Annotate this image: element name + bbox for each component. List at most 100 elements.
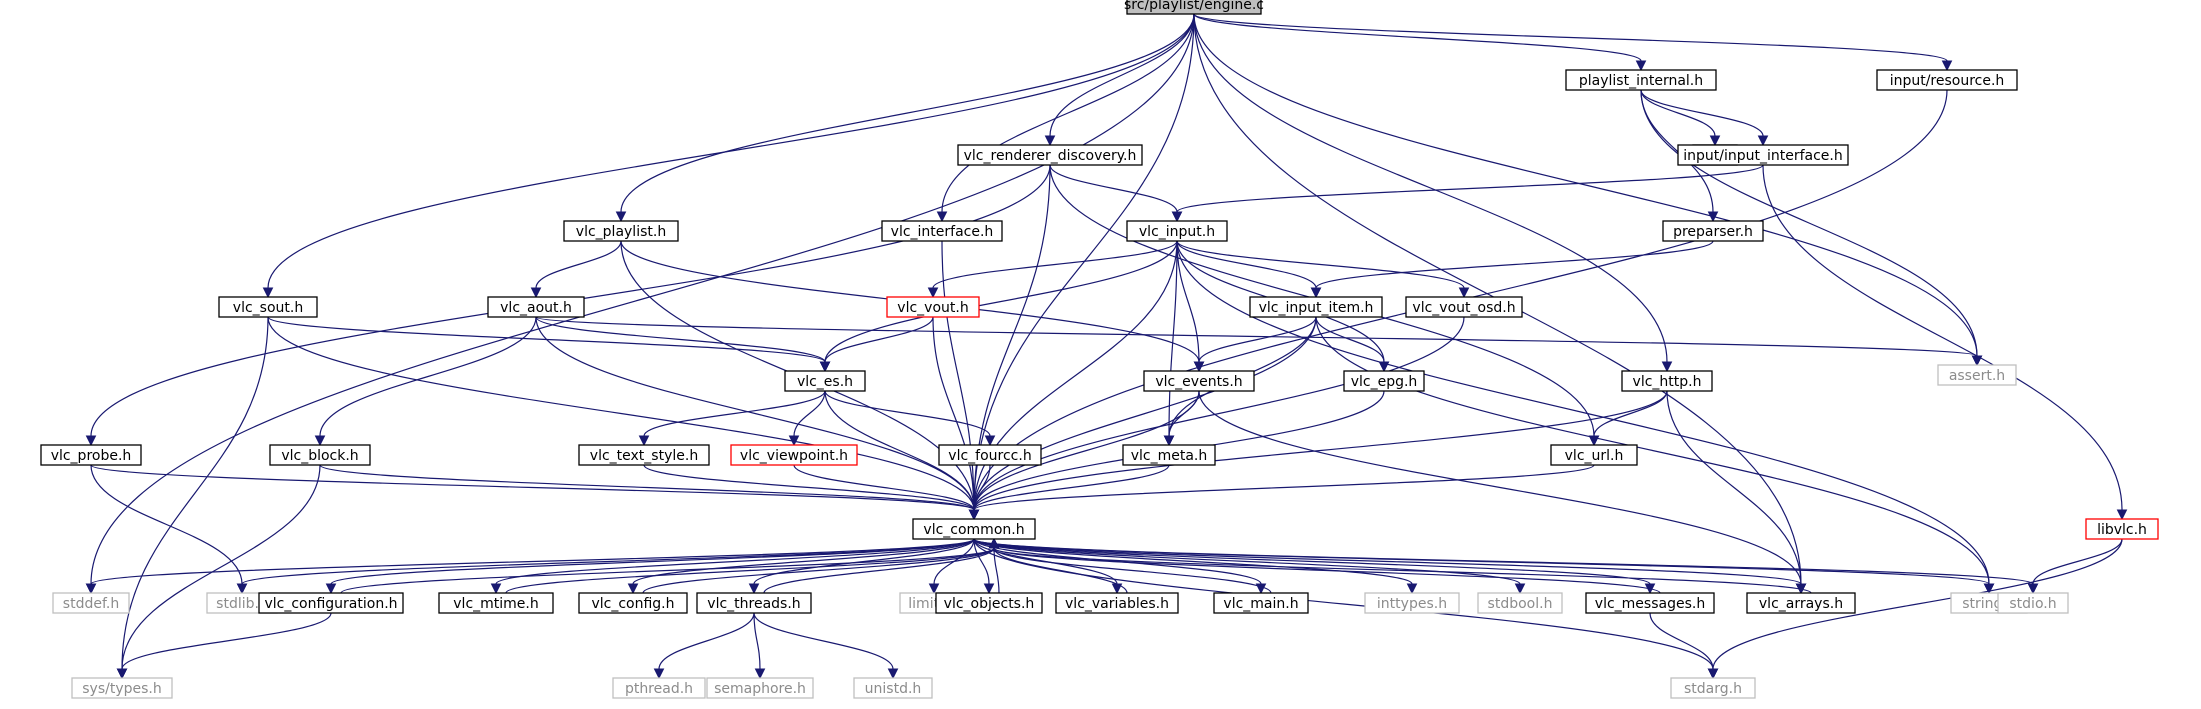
edge-vlc_events-to-vlc_arrays bbox=[1198, 390, 1807, 595]
node-vlc-probe[interactable]: vlc_probe.h bbox=[40, 444, 142, 466]
node-vlc-arrays[interactable]: vlc_arrays.h bbox=[1746, 592, 1856, 614]
node-vlc-aout[interactable]: vlc_aout.h bbox=[487, 296, 585, 318]
node-vlc-vout-osd[interactable]: vlc_vout_osd.h bbox=[1405, 296, 1523, 318]
edge-vlc_es-to-vlc_text_style bbox=[638, 390, 826, 447]
node-label: vlc_sout.h bbox=[233, 300, 303, 316]
node-vlc-text-style[interactable]: vlc_text_style.h bbox=[578, 444, 710, 466]
node-vlc-mtime[interactable]: vlc_mtime.h bbox=[438, 592, 554, 614]
node-vlc-block[interactable]: vlc_block.h bbox=[269, 444, 371, 466]
node-preparser[interactable]: preparser.h bbox=[1662, 220, 1764, 242]
node-engine[interactable]: src/playlist/engine.c bbox=[1124, 0, 1264, 15]
node-label: vlc_configuration.h bbox=[264, 596, 397, 612]
edge-vlc_es-to-vlc_fourcc bbox=[824, 390, 996, 447]
node-assert: assert.h bbox=[1937, 364, 2017, 386]
node-label: vlc_aout.h bbox=[500, 300, 572, 316]
edge-vlc_aout-to-assert bbox=[535, 316, 1983, 367]
edge-vlc_sout-to-vlc_common bbox=[267, 316, 980, 521]
node-vlc-configuration[interactable]: vlc_configuration.h bbox=[258, 592, 404, 614]
node-vlc-epg[interactable]: vlc_epg.h bbox=[1343, 370, 1425, 392]
node-label: stdio.h bbox=[2009, 596, 2056, 612]
node-label: playlist_internal.h bbox=[1579, 73, 1703, 89]
edge-vlc_vout-to-vlc_common bbox=[932, 316, 980, 521]
node-label: preparser.h bbox=[1673, 224, 1753, 240]
edge-vlc_input-to-vlc_meta bbox=[1163, 240, 1178, 447]
node-vlc-vout[interactable]: vlc_vout.h bbox=[886, 296, 980, 318]
edge-vlc_events-to-vlc_meta bbox=[1163, 390, 1200, 447]
edge-vlc_input-to-vlc_vout bbox=[927, 240, 1178, 299]
edge-vlc_aout-to-vlc_block bbox=[314, 316, 537, 447]
edge-engine-to-vlc_renderer_discovery bbox=[1044, 13, 1195, 147]
edge-vlc_common-to-string bbox=[973, 538, 1995, 595]
edge-vlc_url-to-vlc_common bbox=[968, 464, 1595, 521]
node-vlc-fourcc[interactable]: vlc_fourcc.h bbox=[938, 444, 1042, 466]
edge-vlc_common-to-vlc_mtime bbox=[490, 538, 975, 595]
node-label: inttypes.h bbox=[1377, 596, 1447, 612]
edge-vlc_arrays-to-vlc_common bbox=[988, 537, 1812, 594]
edge-vlc_vout-to-vlc_es bbox=[819, 316, 934, 373]
edge-vlc_common-to-vlc_objects bbox=[973, 538, 995, 595]
node-vlc-sout[interactable]: vlc_sout.h bbox=[218, 296, 318, 318]
node-vlc-main[interactable]: vlc_main.h bbox=[1213, 592, 1309, 614]
node-vlc-meta[interactable]: vlc_meta.h bbox=[1122, 444, 1216, 466]
node-label: vlc_mtime.h bbox=[453, 596, 538, 612]
node-stdarg: stdarg.h bbox=[1670, 677, 1756, 699]
node-label: vlc_input.h bbox=[1139, 224, 1215, 240]
edge-vlc_block-to-vlc_common bbox=[319, 464, 980, 521]
edge-input_interface-to-vlc_input bbox=[1171, 164, 1764, 223]
node-playlist-internal[interactable]: playlist_internal.h bbox=[1565, 69, 1717, 91]
node-vlc-variables[interactable]: vlc_variables.h bbox=[1055, 592, 1179, 614]
node-label: vlc_common.h bbox=[923, 522, 1024, 538]
edge-vlc_common-to-stdio bbox=[973, 538, 2039, 595]
node-vlc-viewpoint[interactable]: vlc_viewpoint.h bbox=[730, 444, 858, 466]
node-label: vlc_variables.h bbox=[1065, 596, 1169, 612]
node-stdio: stdio.h bbox=[1997, 592, 2069, 614]
node-label: vlc_interface.h bbox=[891, 224, 994, 240]
edge-vlc_messages-to-stdarg bbox=[1649, 612, 1719, 680]
node-label: vlc_renderer_discovery.h bbox=[964, 148, 1137, 164]
node-vlc-url[interactable]: vlc_url.h bbox=[1550, 444, 1638, 466]
node-label: stdlib.h bbox=[216, 596, 268, 612]
node-label: vlc_vout.h bbox=[897, 300, 968, 316]
edge-playlist_internal-to-art bbox=[1640, 89, 1721, 147]
node-vlc-interface[interactable]: vlc_interface.h bbox=[881, 220, 1003, 242]
node-label: vlc_messages.h bbox=[1595, 596, 1705, 612]
edge-vlc_common-to-stdlib bbox=[236, 538, 975, 595]
node-vlc-input[interactable]: vlc_input.h bbox=[1126, 220, 1228, 242]
node-sys-types: sys/types.h bbox=[71, 677, 173, 699]
node-vlc-threads[interactable]: vlc_threads.h bbox=[696, 592, 812, 614]
node-input-interface[interactable]: input/input_interface.h bbox=[1677, 144, 1849, 166]
node-label: sys/types.h bbox=[82, 681, 161, 697]
edge-vlc_input-to-vlc_es bbox=[819, 240, 1178, 373]
node-vlc-objects[interactable]: vlc_objects.h bbox=[935, 592, 1043, 614]
node-vlc-messages[interactable]: vlc_messages.h bbox=[1585, 592, 1715, 614]
node-vlc-config[interactable]: vlc_config.h bbox=[578, 592, 688, 614]
edge-vlc_common-to-stdbool bbox=[973, 538, 1526, 595]
edge-vlc_input-to-vlc_vout_osd bbox=[1176, 240, 1470, 299]
node-vlc-input-item[interactable]: vlc_input_item.h bbox=[1249, 296, 1383, 318]
node-label: vlc_vout_osd.h bbox=[1412, 300, 1515, 316]
edge-vlc_common-to-vlc_config bbox=[627, 538, 975, 595]
edge-engine-to-vlc_http bbox=[1193, 13, 1673, 373]
node-vlc-events[interactable]: vlc_events.h bbox=[1143, 370, 1255, 392]
node-vlc-playlist[interactable]: vlc_playlist.h bbox=[563, 220, 679, 242]
edge-engine-to-playlist_internal bbox=[1193, 13, 1647, 72]
edge-vlc_threads-to-semaphore bbox=[753, 612, 766, 680]
node-label: stdbool.h bbox=[1488, 596, 1553, 612]
node-label: vlc_main.h bbox=[1223, 596, 1298, 612]
node-label: vlc_viewpoint.h bbox=[740, 448, 848, 464]
node-label: vlc_meta.h bbox=[1131, 448, 1208, 464]
node-label: vlc_url.h bbox=[1565, 448, 1624, 464]
node-vlc-renderer-discovery[interactable]: vlc_renderer_discovery.h bbox=[957, 144, 1143, 166]
node-vlc-http[interactable]: vlc_http.h bbox=[1621, 370, 1713, 392]
edge-vlc_common-to-vlc_threads bbox=[748, 538, 975, 595]
node-label: vlc_config.h bbox=[591, 596, 674, 612]
node-label: vlc_block.h bbox=[281, 448, 358, 464]
edge-vlc_playlist-to-vlc_aout bbox=[530, 240, 622, 299]
node-input-resource[interactable]: input/resource.h bbox=[1876, 69, 2018, 91]
node-vlc-es[interactable]: vlc_es.h bbox=[784, 370, 866, 392]
edge-vlc_renderer_discovery-to-vlc_input bbox=[1049, 164, 1183, 223]
node-vlc-common[interactable]: vlc_common.h bbox=[912, 518, 1036, 540]
edge-engine-to-input_resource bbox=[1193, 13, 1953, 72]
edge-vlc_input_item-to-vlc_epg bbox=[1315, 316, 1390, 373]
node-libvlc[interactable]: libvlc.h bbox=[2085, 518, 2159, 540]
